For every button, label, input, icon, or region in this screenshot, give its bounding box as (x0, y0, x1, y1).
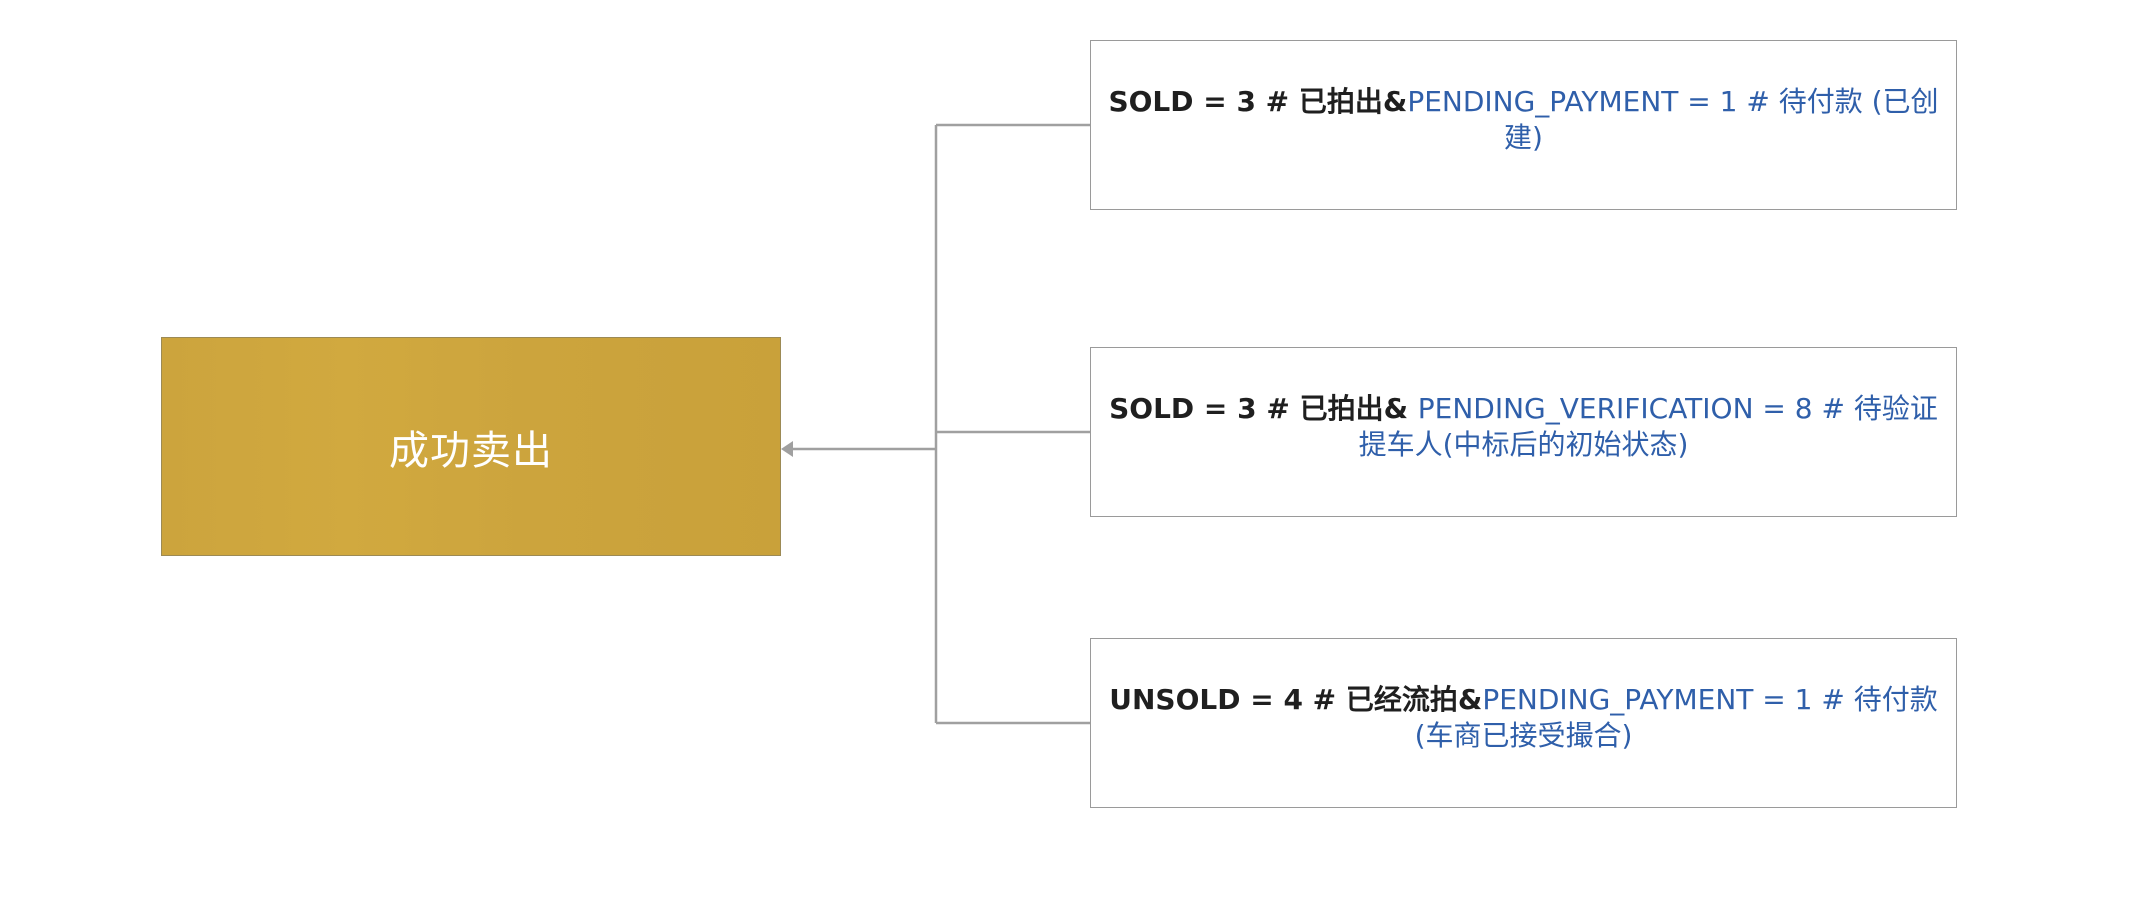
arrowhead-icon (781, 441, 793, 457)
root-node-label: 成功卖出 (389, 427, 553, 474)
state-node-text: SOLD = 3 # 已拍出&PENDING_PAYMENT = 1 # 待付款… (1099, 84, 1948, 156)
state-node-primary-text: SOLD = 3 # 已拍出& (1109, 392, 1418, 425)
state-node-secondary-text: PENDING_VERIFICATION = 8 # 待验证提车人(中标后的初始… (1358, 392, 1938, 461)
state-node-secondary-text: PENDING_PAYMENT = 1 # 待付款 (已创建) (1407, 85, 1939, 154)
root-node-success-sold: 成功卖出 (161, 337, 781, 556)
state-node-primary-text: SOLD = 3 # 已拍出& (1108, 85, 1408, 118)
state-node-sold-pending-verification: SOLD = 3 # 已拍出& PENDING_VERIFICATION = 8… (1090, 347, 1957, 517)
state-node-text: UNSOLD = 4 # 已经流拍&PENDING_PAYMENT = 1 # … (1099, 682, 1948, 754)
state-node-secondary-text: PENDING_PAYMENT = 1 # 待付款(车商已接受撮合) (1414, 683, 1938, 752)
state-node-sold-pending-payment: SOLD = 3 # 已拍出&PENDING_PAYMENT = 1 # 待付款… (1090, 40, 1957, 210)
state-node-text: SOLD = 3 # 已拍出& PENDING_VERIFICATION = 8… (1099, 391, 1948, 463)
state-node-primary-text: UNSOLD = 4 # 已经流拍& (1109, 683, 1483, 716)
state-node-unsold-pending-payment: UNSOLD = 4 # 已经流拍&PENDING_PAYMENT = 1 # … (1090, 638, 1957, 808)
